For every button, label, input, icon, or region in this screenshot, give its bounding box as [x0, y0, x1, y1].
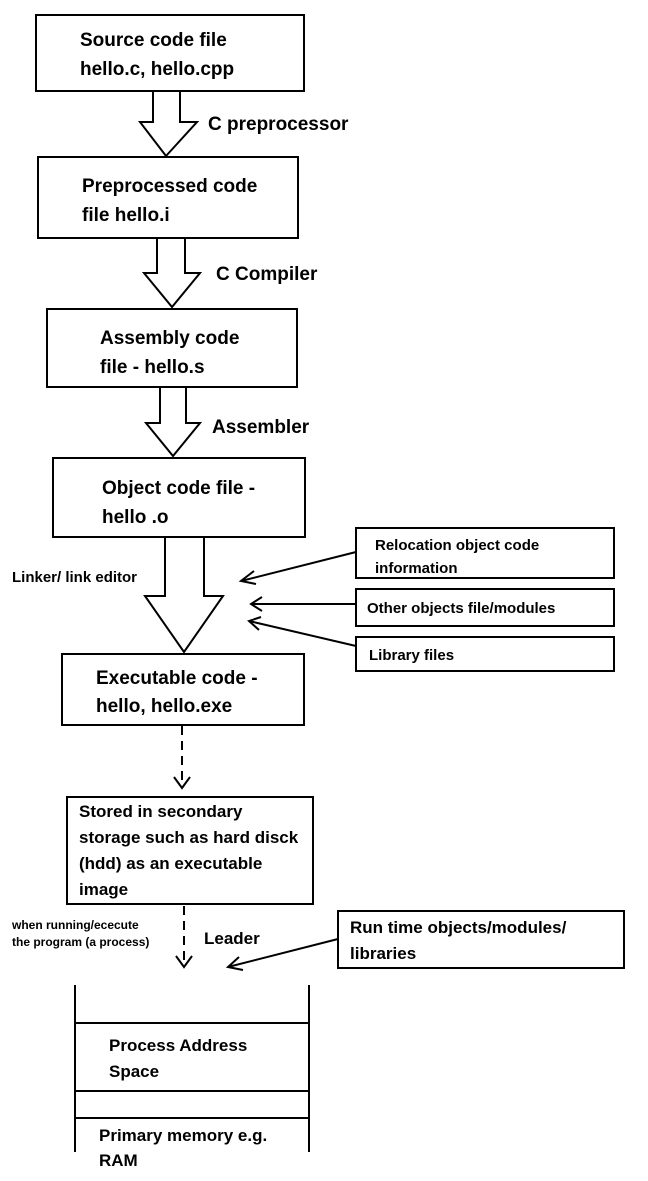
- runtime-label-2: libraries: [350, 944, 416, 963]
- primary-memory-stack: Process Address Space Primary memory e.g…: [74, 985, 310, 1170]
- storage-label-2: storage such as hard disck: [79, 828, 299, 847]
- object-label-1: Object code file -: [102, 478, 255, 499]
- linker-label: Linker/ link editor: [12, 569, 137, 586]
- linker-arrow: [143, 536, 225, 654]
- runtime-label-1: Run time objects/modules/: [350, 918, 567, 937]
- assembly-label-1: Assembly code: [100, 328, 239, 349]
- source-code-node: Source code file hello.c, hello.cpp: [35, 14, 305, 92]
- preprocessor-label: C preprocessor: [208, 114, 349, 135]
- object-code-node: Object code file - hello .o: [52, 457, 306, 538]
- assembler-label: Assembler: [212, 417, 310, 438]
- executable-label-2: hello, hello.exe: [96, 696, 232, 717]
- running-label-1: when running/ececute: [11, 918, 139, 932]
- preprocessed-label-2: file hello.i: [82, 205, 170, 226]
- other-objects-node: Other objects file/modules: [355, 588, 615, 627]
- relocation-label-1: Relocation object code: [375, 537, 539, 554]
- assembly-label-2: file - hello.s: [100, 357, 205, 378]
- compiler-arrow: [141, 237, 203, 309]
- load-dashed-arrow: [175, 906, 193, 969]
- library-files-node: Library files: [355, 636, 615, 672]
- assembly-code-node: Assembly code file - hello.s: [46, 308, 298, 388]
- other-objects-label: Other objects file/modules: [367, 600, 555, 617]
- source-code-label-2: hello.c, hello.cpp: [80, 59, 234, 80]
- executable-code-node: Executable code - hello, hello.exe: [61, 653, 305, 726]
- library-to-linker-arrow: [247, 616, 357, 647]
- executable-label-1: Executable code -: [96, 668, 258, 689]
- assembler-arrow: [143, 386, 203, 458]
- preprocessor-arrow: [137, 90, 200, 158]
- source-code-label-1: Source code file: [80, 30, 227, 51]
- other-objects-to-linker-arrow: [249, 596, 356, 612]
- relocation-label-2: information: [375, 560, 458, 577]
- preprocessed-label-1: Preprocessed code: [82, 176, 257, 197]
- leader-label: Leader: [204, 929, 260, 948]
- compiler-label: C Compiler: [216, 264, 318, 285]
- storage-label-3: (hdd) as an executable: [79, 854, 262, 873]
- library-files-label: Library files: [369, 647, 454, 664]
- preprocessed-code-node: Preprocessed code file hello.i: [37, 156, 299, 239]
- runtime-to-memory-arrow: [225, 938, 339, 971]
- process-space-label-2: Space: [109, 1062, 159, 1081]
- object-label-2: hello .o: [102, 507, 169, 528]
- primary-memory-label-2: RAM: [99, 1151, 138, 1170]
- storage-label-1: Stored in secondary: [79, 802, 243, 821]
- secondary-storage-node: Stored in secondary storage such as hard…: [66, 796, 314, 905]
- running-label-2: the program (a process): [12, 935, 149, 949]
- storage-label-4: image: [79, 880, 128, 899]
- process-space-label-1: Process Address: [109, 1036, 247, 1055]
- relocation-to-linker-arrow: [238, 551, 357, 585]
- primary-memory-label-1: Primary memory e.g.: [99, 1126, 267, 1145]
- relocation-info-node: Relocation object code information: [355, 527, 615, 579]
- store-dashed-arrow: [173, 726, 191, 790]
- runtime-libraries-node: Run time objects/modules/ libraries: [337, 910, 625, 969]
